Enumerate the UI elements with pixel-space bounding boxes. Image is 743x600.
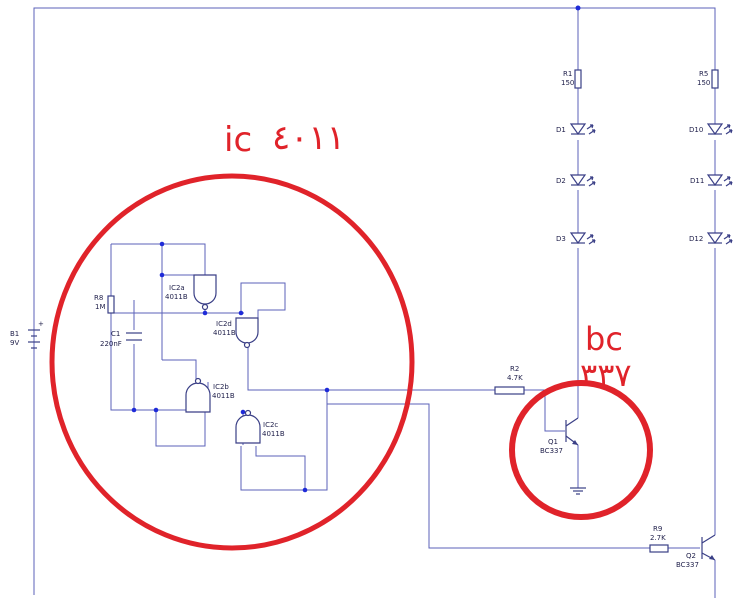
r5-ref: R5 (699, 70, 708, 78)
transistor-q1: Q1 BC337 (540, 417, 579, 455)
ic2c-ref: IC2c (263, 421, 278, 429)
r8-bottom-wire (110, 313, 210, 411)
ic2c-value: 4011B (262, 430, 285, 438)
junction-ic-d (238, 310, 244, 316)
junction-ic-h (324, 387, 330, 393)
d12-ref: D12 (689, 235, 703, 243)
ic2b-value: 4011B (212, 392, 235, 400)
r9-input-wire (326, 390, 650, 549)
led-d11: D11 (690, 174, 733, 187)
transistor-highlight-circle (509, 380, 653, 520)
junction-ic-e (131, 407, 137, 413)
resistor-r1: R1 150 (561, 69, 582, 89)
led-d12: D12 (689, 232, 733, 245)
d2-ref: D2 (556, 177, 566, 185)
d3-ref: D3 (556, 235, 566, 243)
led-d3: D3 (556, 232, 596, 245)
d1-ref: D1 (556, 126, 566, 134)
bc-annotation-number: ٣٣٧ (580, 356, 632, 394)
ic-annotation-label: ic (224, 120, 252, 160)
r2-input-wire (247, 322, 495, 391)
ic2b-input-wire (162, 359, 197, 382)
nand-gate-ic2a: IC2a 4011B (165, 274, 217, 311)
transistor-q2: Q2 BC337 (676, 534, 716, 569)
d10-ref: D10 (689, 126, 703, 134)
ic-highlight-circle (49, 173, 415, 551)
led-d1: D1 (556, 123, 596, 136)
b1-ref: B1 (10, 330, 19, 338)
capacitor-c1: C1 220nF (100, 330, 142, 348)
r1-value: 150 (561, 79, 574, 87)
ic2a-input-top-wire (111, 243, 206, 275)
q2-ref: Q2 (686, 552, 696, 560)
ic2d-loop-wire (240, 282, 286, 318)
r1-ref: R1 (563, 70, 572, 78)
supply-rail-wire (33, 7, 716, 595)
q1-base-wire (524, 389, 565, 432)
nand-gate-ic2d: IC2d 4011B (213, 317, 259, 349)
junction-ic-f (153, 407, 159, 413)
battery-b1: + B1 9V (10, 320, 44, 349)
bc-annotation-label: bc (585, 320, 623, 358)
r2-ref: R2 (510, 365, 519, 373)
ic2a-ref: IC2a (169, 284, 185, 292)
resistor-r2: R2 4.7K (494, 365, 525, 395)
resistor-r8: R8 1M (94, 294, 115, 314)
ic-annotation-number: ٤٠١١ (272, 118, 345, 158)
ic2c-output-wire (240, 390, 328, 491)
junction-ic-a (159, 241, 165, 247)
ic2b-loop-wire (155, 410, 206, 447)
led-d10: D10 (689, 123, 733, 136)
r9-value: 2.7K (650, 534, 666, 542)
ic2c-loop-wire (255, 446, 306, 490)
nand-gate-ic2c: IC2c 4011B (235, 409, 285, 444)
c1-ref: C1 (111, 330, 120, 338)
junction-ic-i (302, 487, 308, 493)
c1-value: 220nF (100, 340, 122, 348)
battery-plus-sign: + (38, 320, 44, 328)
q1-ref: Q1 (548, 438, 558, 446)
r5-value: 150 (697, 79, 710, 87)
junction-nodes (131, 5, 581, 493)
resistor-r5: R5 150 (697, 69, 719, 89)
r9-ref: R9 (653, 525, 662, 533)
ic2d-ref: IC2d (216, 320, 232, 328)
d11-ref: D11 (690, 177, 704, 185)
b1-value: 9V (10, 339, 19, 347)
r8-ref: R8 (94, 294, 103, 302)
q2-value: BC337 (676, 561, 699, 569)
ic2d-value: 4011B (213, 329, 236, 337)
q1-value: BC337 (540, 447, 563, 455)
ground-symbol (570, 487, 586, 495)
junction-ic-c (202, 310, 208, 316)
r2-value: 4.7K (507, 374, 523, 382)
ic2a-value: 4011B (165, 293, 188, 301)
junction-top (575, 5, 581, 11)
junction-ic-b (159, 272, 165, 278)
led-d2: D2 (556, 174, 596, 187)
nand-gate-ic2b: IC2b 4011B (185, 377, 235, 413)
ic2b-ref: IC2b (213, 383, 229, 391)
r8-value: 1M (95, 303, 106, 311)
resistor-r9: R9 2.7K (649, 525, 669, 553)
annotations: ic ٤٠١١ bc ٣٣٧ (49, 118, 653, 551)
junction-ic-g (240, 409, 246, 415)
